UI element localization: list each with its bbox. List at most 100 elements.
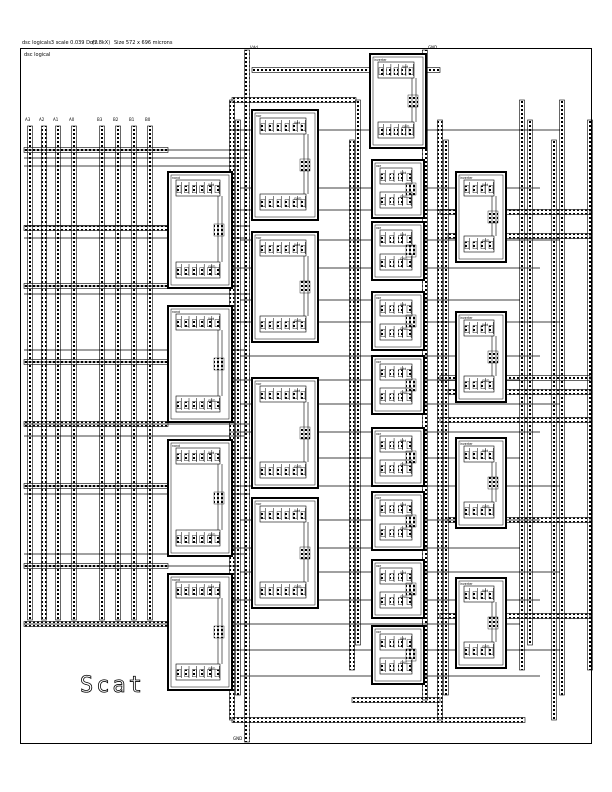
- contact: [389, 173, 394, 182]
- cell-type-label: inverter: [460, 582, 473, 586]
- contact: [191, 587, 197, 595]
- metal-track-horizontal: [439, 613, 591, 619]
- contact: [398, 597, 403, 605]
- input-label: B0: [145, 117, 151, 122]
- contact: [480, 451, 486, 460]
- input-label: A1: [53, 117, 59, 122]
- contact: [389, 573, 394, 581]
- metal-track-horizontal: [23, 483, 169, 489]
- contact: [276, 199, 282, 208]
- contact: [268, 321, 274, 330]
- scat-logo: Scat: [80, 673, 143, 699]
- contact: [276, 467, 282, 476]
- contact: [406, 597, 412, 605]
- contact: [488, 241, 494, 250]
- contact: [214, 453, 220, 462]
- contact: [406, 663, 412, 671]
- header-size: Size 572 x 696 microns: [114, 40, 173, 46]
- contact: [380, 329, 386, 338]
- subcell-box: [379, 387, 413, 405]
- contact: [389, 597, 394, 605]
- output-contact: [405, 182, 417, 196]
- contact: [389, 465, 394, 474]
- contact: [292, 511, 298, 520]
- input-bus: [41, 125, 47, 621]
- contact: [191, 319, 197, 328]
- contact: [284, 511, 290, 520]
- contact: [464, 647, 470, 655]
- routing-bus: [349, 139, 355, 671]
- contact: [398, 529, 403, 537]
- input-label: B3: [97, 117, 103, 122]
- contact: [380, 305, 386, 314]
- output-contact: [299, 280, 311, 294]
- contact: [406, 465, 412, 474]
- subcell-box: [379, 363, 413, 381]
- subcell-label: GND: [482, 379, 490, 383]
- subcell-box: [379, 499, 413, 517]
- subcell-box: [379, 633, 413, 651]
- metal-track-horizontal: [23, 147, 169, 153]
- contact: [300, 587, 306, 595]
- output-contact: [405, 450, 417, 464]
- contact: [284, 321, 290, 330]
- subcell-label: Vdd: [482, 323, 488, 327]
- subcell-box: [379, 567, 413, 585]
- contact: [191, 535, 197, 543]
- contact: [176, 535, 182, 543]
- routing-bus: [587, 119, 593, 671]
- subcell-label: GND: [400, 527, 408, 531]
- contact: [393, 67, 399, 75]
- contact: [207, 669, 212, 677]
- subcell-label: GND: [482, 239, 490, 243]
- metal-track-horizontal: [251, 67, 441, 73]
- contact: [184, 453, 189, 462]
- contact: [199, 453, 205, 462]
- contact: [480, 507, 486, 516]
- output-contact: [299, 158, 311, 172]
- contact: [176, 401, 182, 410]
- cell-type-label: xor: [376, 296, 382, 300]
- contact: [292, 587, 298, 595]
- subcell-box: [379, 459, 413, 477]
- contact: [284, 123, 290, 131]
- subcell-label: Vdd: [400, 233, 406, 237]
- contact: [268, 245, 274, 254]
- metal-track-horizontal: [23, 359, 169, 365]
- output-contact: [407, 94, 419, 108]
- contact: [214, 267, 220, 276]
- cell-type-label: xor: [376, 432, 382, 436]
- routing-bus: [355, 99, 361, 646]
- output-contact: [213, 357, 225, 371]
- contact: [472, 507, 478, 516]
- subcell-box: [463, 179, 495, 197]
- contact: [406, 393, 412, 402]
- subcell-box: [463, 375, 495, 393]
- contact: [472, 451, 478, 460]
- contact: [284, 587, 290, 595]
- cell-type-label: xor: [376, 226, 382, 230]
- contact: [480, 381, 486, 390]
- subcell-box: [379, 323, 413, 341]
- cell-inner: [374, 162, 422, 216]
- subcell-label: GND: [482, 645, 490, 649]
- contact: [380, 173, 386, 182]
- contact: [300, 245, 306, 254]
- metal-track-horizontal: [447, 233, 591, 239]
- contact: [207, 587, 212, 595]
- contact: [389, 369, 394, 378]
- contact: [184, 267, 189, 276]
- metal-track-horizontal: [231, 97, 357, 103]
- contact: [300, 511, 306, 520]
- contact: [184, 401, 189, 410]
- subcell-label: Vdd: [208, 451, 214, 455]
- contact: [300, 123, 306, 131]
